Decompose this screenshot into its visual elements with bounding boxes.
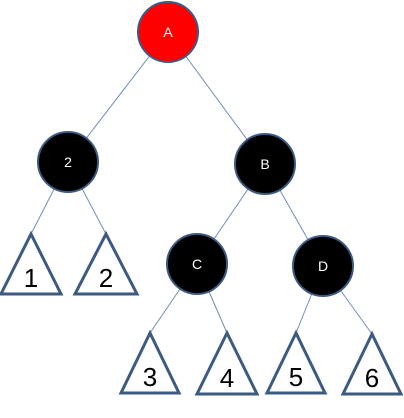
subtree-triangle (340, 330, 404, 396)
subtree-t6: 6 (340, 330, 404, 396)
node-label: A (163, 24, 173, 40)
subtree-t2: 2 (72, 230, 140, 296)
tree-node-D: D (292, 235, 354, 297)
subtree-t4: 4 (194, 329, 260, 396)
black-node-circle (234, 133, 296, 195)
tree-node-B: B (234, 133, 296, 195)
node-label: C (192, 256, 202, 272)
subtree-label: 5 (289, 362, 303, 392)
subtree-triangle (194, 329, 260, 396)
red-node-circle (137, 1, 199, 63)
subtree-label: 2 (99, 263, 113, 293)
black-node-circle (166, 233, 228, 295)
subtree-label: 3 (143, 362, 157, 392)
subtree-triangle (0, 230, 64, 296)
subtree-triangles: 1 2 3 4 5 6 (0, 230, 404, 396)
subtree-label: 6 (365, 363, 379, 393)
subtree-label: 4 (220, 363, 234, 393)
subtree-triangle (118, 329, 182, 395)
black-node-circle (37, 131, 99, 193)
subtree-t3: 3 (118, 329, 182, 395)
node-label: 2 (64, 154, 72, 170)
tree-node-C: C (166, 233, 228, 295)
subtree-triangle (72, 230, 140, 296)
subtree-t5: 5 (264, 329, 328, 395)
black-node-circle (292, 235, 354, 297)
node-label: D (318, 258, 328, 274)
tree-node-n2: 2 (37, 131, 99, 193)
node-label: B (260, 156, 269, 172)
tree-nodes: A 2 B C D (37, 1, 354, 297)
subtree-t1: 1 (0, 230, 64, 296)
subtree-triangle (264, 329, 328, 395)
tree-node-A: A (137, 1, 199, 63)
subtree-label: 1 (24, 263, 38, 293)
